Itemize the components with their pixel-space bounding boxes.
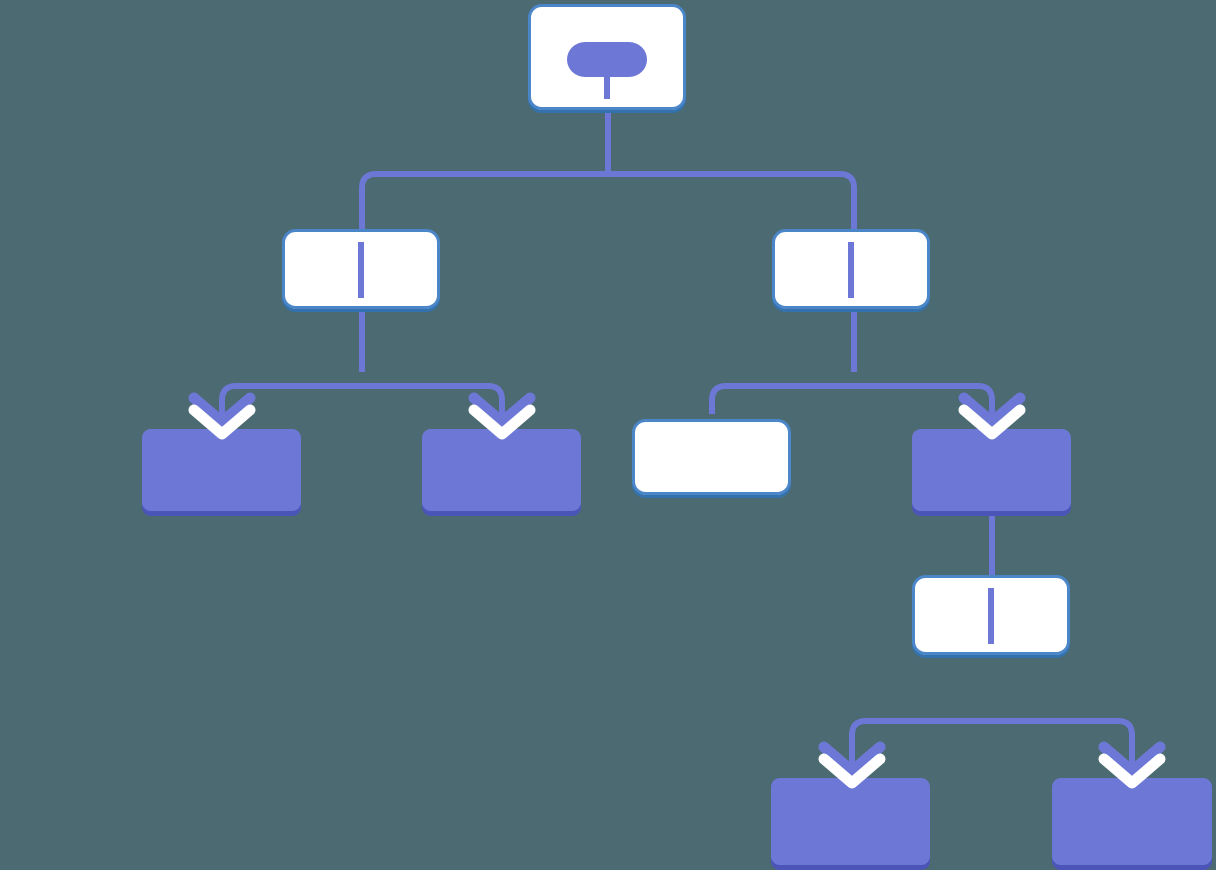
node-n-r3[interactable] bbox=[912, 575, 1070, 658]
connector-p-root-split bbox=[359, 171, 857, 202]
arrow-chevron-white bbox=[1098, 753, 1166, 789]
node-n-r4a[interactable] bbox=[771, 778, 930, 870]
node-body bbox=[422, 429, 581, 511]
arrow-chevron-purple bbox=[1098, 741, 1166, 777]
arrow-chevron-white bbox=[188, 404, 256, 440]
node-pill-badge[interactable] bbox=[567, 42, 647, 77]
arrow-chevron-white bbox=[818, 753, 886, 789]
arrowhead-a-r4a bbox=[818, 741, 886, 789]
node-layer bbox=[142, 4, 1212, 870]
connector-p-r3-split bbox=[849, 718, 1135, 765]
connector-p-l1-split bbox=[219, 383, 505, 416]
node-body bbox=[142, 429, 301, 511]
node-n-l1[interactable] bbox=[282, 229, 440, 312]
node-n-l2a[interactable] bbox=[142, 429, 301, 516]
node-n-r2a[interactable] bbox=[632, 419, 791, 498]
connector-p-r1-split bbox=[709, 383, 995, 416]
arrow-chevron-purple bbox=[958, 392, 1026, 428]
arrow-chevron-white bbox=[468, 404, 536, 440]
node-n-r4b[interactable] bbox=[1052, 778, 1212, 870]
arrowhead-a-l2b bbox=[468, 392, 536, 440]
arrowhead-a-l2a bbox=[188, 392, 256, 440]
arrowhead-layer bbox=[188, 392, 1166, 789]
arrowhead-a-r4b bbox=[1098, 741, 1166, 789]
arrowhead-a-r2b bbox=[958, 392, 1026, 440]
node-body bbox=[771, 778, 930, 865]
arrow-chevron-purple bbox=[188, 392, 256, 428]
arrow-chevron-purple bbox=[468, 392, 536, 428]
node-n-r1[interactable] bbox=[772, 229, 930, 312]
node-n-r2b[interactable] bbox=[912, 429, 1071, 516]
arrow-chevron-purple bbox=[818, 741, 886, 777]
node-body bbox=[632, 419, 791, 495]
node-body bbox=[912, 429, 1071, 511]
arrow-chevron-white bbox=[958, 404, 1026, 440]
node-n-l2b[interactable] bbox=[422, 429, 581, 516]
node-body bbox=[1052, 778, 1212, 865]
node-root[interactable] bbox=[528, 4, 686, 113]
